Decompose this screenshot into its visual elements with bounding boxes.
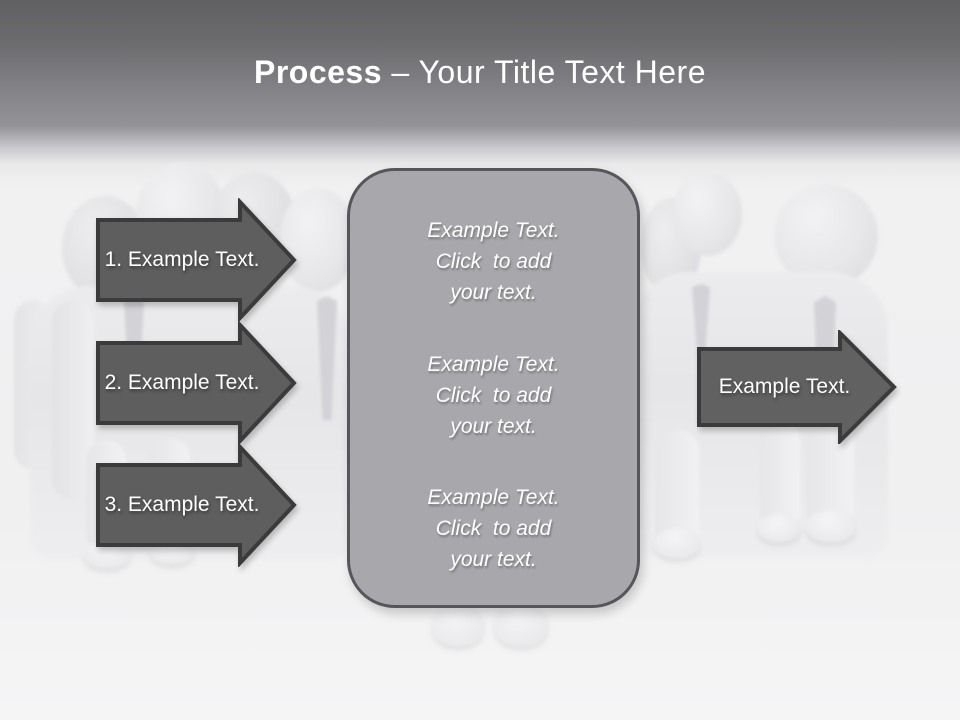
- title-keyword: Process: [253, 54, 383, 90]
- figure-foot: [654, 528, 700, 558]
- placeholder-line: Example Text.: [427, 352, 560, 376]
- figure-foot: [806, 510, 856, 542]
- placeholder-line: your text.: [450, 414, 537, 438]
- figure-tie: [317, 296, 337, 420]
- title-subtitle: – Your Title Text Here: [382, 54, 706, 90]
- placeholder-paragraph[interactable]: Example Text. Click to add your text.: [370, 349, 617, 442]
- figure-head: [280, 188, 356, 292]
- arrow-label: 2. Example Text.: [104, 371, 260, 394]
- placeholder-line: your text.: [450, 548, 537, 571]
- right-arrow-shape: [697, 330, 897, 444]
- figure-head: [672, 172, 742, 256]
- placeholder-line: Example Text.: [427, 219, 560, 242]
- process-arrow-1[interactable]: 1. Example Text.: [96, 198, 298, 322]
- center-text-placeholder[interactable]: Example Text. Click to add your text. Ex…: [347, 168, 640, 608]
- figure-foot: [758, 514, 800, 542]
- placeholder-paragraph[interactable]: Example Text. Click to add your text.: [370, 215, 617, 308]
- placeholder-line: Click to add: [435, 517, 552, 540]
- placeholder-paragraph[interactable]: Example Text. Click to add your text.: [370, 482, 617, 575]
- page-title: Process – Your Title Text Here: [0, 52, 960, 92]
- figure-foot: [432, 604, 484, 646]
- arrow-label: 1. Example Text.: [104, 248, 260, 271]
- process-arrow-output[interactable]: Example Text.: [697, 330, 898, 444]
- placeholder-line: Example Text.: [427, 486, 560, 509]
- figure-leg: [760, 420, 800, 532]
- process-arrow-2[interactable]: 2. Example Text.: [96, 321, 298, 445]
- placeholder-line: Click to add: [435, 250, 552, 273]
- process-arrow-3[interactable]: 3. Example Text.: [96, 443, 298, 567]
- figure-foot: [494, 602, 548, 646]
- right-arrow-shape: [96, 443, 297, 567]
- figure-head: [774, 184, 878, 288]
- placeholder-line: Click to add: [435, 383, 552, 407]
- placeholder-line: your text.: [450, 281, 537, 304]
- figure-tie: [692, 284, 710, 354]
- arrow-label: 3. Example Text.: [104, 493, 260, 516]
- right-arrow-shape: [96, 198, 297, 322]
- arrow-label: Example Text.: [718, 375, 851, 398]
- right-arrow-shape: [96, 321, 297, 445]
